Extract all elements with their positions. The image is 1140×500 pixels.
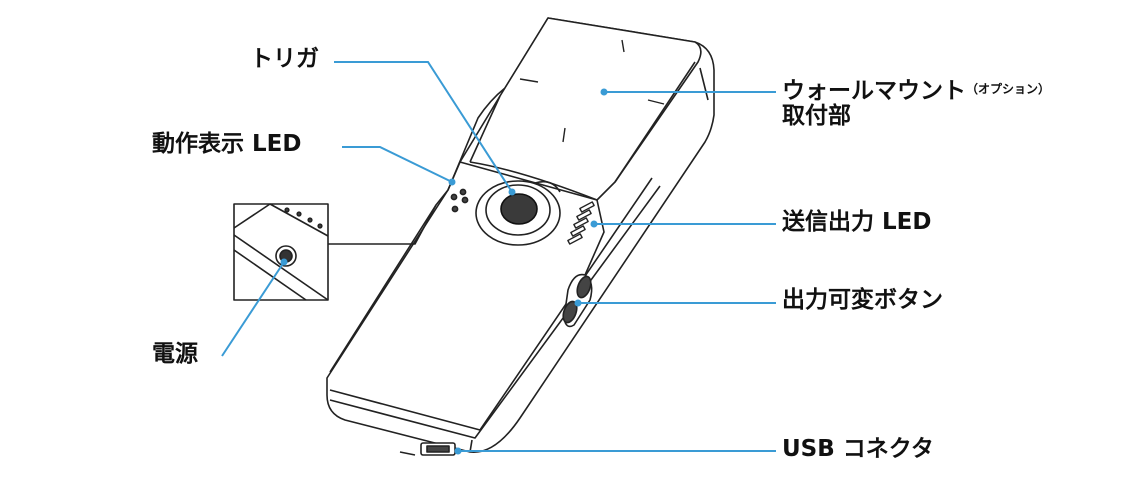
label-status-led: 動作表示 LED bbox=[152, 131, 302, 157]
label-send-led: 送信出力 LED bbox=[782, 209, 932, 235]
status-led bbox=[459, 188, 467, 196]
leader-power bbox=[221, 261, 285, 357]
leader-trigger bbox=[334, 61, 513, 193]
label-trigger: トリガ bbox=[250, 46, 319, 72]
label-wall-mount-main: ウォールマウント bbox=[782, 78, 966, 104]
wall-mount-plate bbox=[459, 17, 702, 201]
label-power: 電源 bbox=[152, 341, 198, 367]
label-usb: USB コネクタ bbox=[782, 436, 934, 462]
leader-lines bbox=[221, 61, 776, 455]
label-output-button: 出力可変ボタン bbox=[782, 287, 943, 313]
send-led bbox=[567, 201, 595, 245]
label-wall-mount-option: （オプション） bbox=[966, 82, 1051, 96]
label-wall-mount-part: 取付部 bbox=[782, 103, 851, 129]
label-wall-mount: ウォールマウント（オプション） bbox=[782, 76, 1050, 104]
leader-status-led bbox=[342, 146, 453, 183]
